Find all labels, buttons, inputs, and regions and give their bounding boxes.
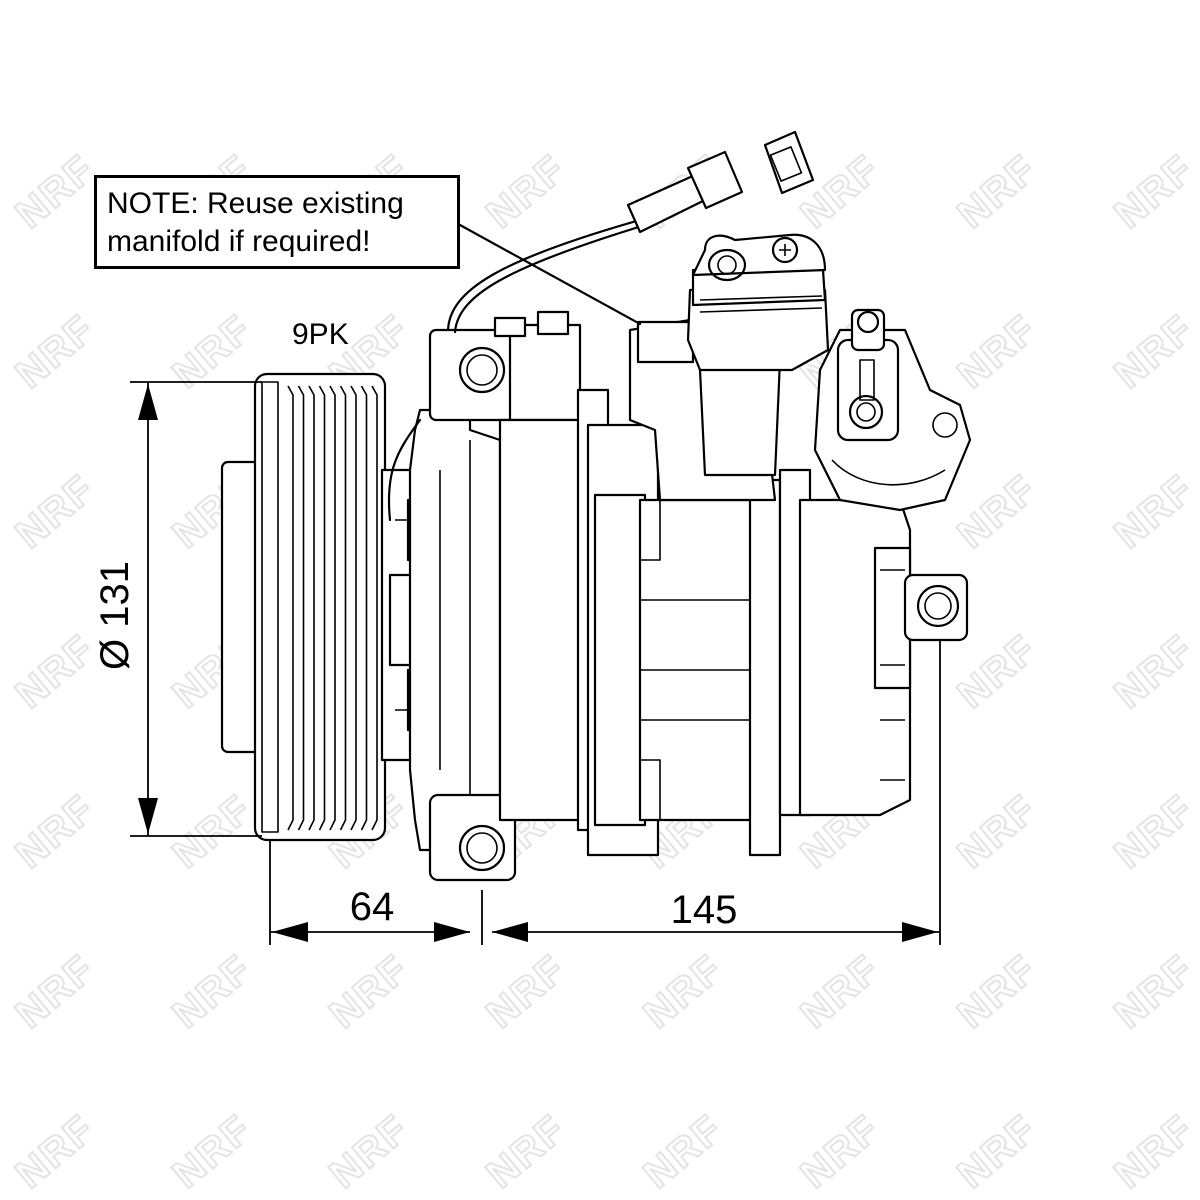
nrf-watermark: NRF <box>8 146 104 236</box>
nrf-watermark: NRF <box>793 146 889 236</box>
note-line-2: manifold if required! <box>107 225 371 258</box>
pulley-groove <box>318 385 326 831</box>
nrf-watermark: NRF <box>479 1106 575 1196</box>
nrf-watermark: NRF <box>322 946 418 1036</box>
nrf-watermark: NRF <box>8 1106 104 1196</box>
nrf-watermark: NRF <box>950 466 1046 556</box>
width-body-label: 145 <box>671 888 738 932</box>
nrf-watermark: NRF <box>1107 146 1200 236</box>
dimension-diameter <box>130 381 262 837</box>
nrf-watermark: NRF <box>950 306 1046 396</box>
nrf-watermark: NRF <box>636 1106 732 1196</box>
pulley-groove <box>339 385 347 831</box>
nrf-watermark: NRF <box>950 626 1046 716</box>
nrf-watermark: NRF <box>322 1106 418 1196</box>
nrf-watermark: NRF <box>950 146 1046 236</box>
nrf-watermark: NRF <box>1107 306 1200 396</box>
nrf-watermark: NRF <box>165 306 261 396</box>
front-housing <box>408 310 582 882</box>
dimension-width <box>269 640 941 945</box>
note-leader-line <box>458 223 642 326</box>
diameter-label: Ø 131 <box>93 561 137 670</box>
note-box: NOTE: Reuse existing manifold if require… <box>94 175 460 269</box>
width-pulley-label: 64 <box>350 885 395 929</box>
pulley-groove <box>297 385 305 831</box>
nrf-watermark: NRF <box>8 306 104 396</box>
pulley <box>220 372 387 842</box>
nrf-watermark: NRF <box>950 946 1046 1036</box>
nrf-watermark: NRF <box>165 1106 261 1196</box>
nrf-watermark: NRF <box>8 946 104 1036</box>
electrical-connector <box>626 130 815 234</box>
nrf-watermark: NRF <box>950 1106 1046 1196</box>
nrf-watermark: NRF <box>793 1106 889 1196</box>
nrf-watermark: NRF <box>1107 786 1200 876</box>
pulley-groove <box>350 385 357 831</box>
nrf-watermark: NRF <box>8 466 104 556</box>
pulley-groove <box>287 385 294 831</box>
pulley-groove <box>360 385 368 831</box>
nrf-watermark: NRF <box>479 146 575 236</box>
pulley-groove <box>329 385 336 831</box>
nrf-watermark: NRF <box>165 946 261 1036</box>
pulley-grooves <box>287 385 378 831</box>
nrf-watermark: NRF <box>8 626 104 716</box>
nrf-watermark: NRF <box>165 786 261 876</box>
compressor-body <box>498 388 969 857</box>
nrf-watermark: NRF <box>793 946 889 1036</box>
nrf-watermark: NRF <box>1107 466 1200 556</box>
note-line-1: NOTE: Reuse existing <box>107 187 404 220</box>
sensor-cable <box>387 218 644 522</box>
nrf-watermark: NRF <box>1107 946 1200 1036</box>
nrf-watermark: NRF <box>1107 626 1200 716</box>
pulley-belt-label: 9PK <box>292 318 349 351</box>
pulley-groove <box>308 385 315 831</box>
nrf-watermark: NRF <box>950 786 1046 876</box>
nrf-watermark: NRF <box>636 946 732 1036</box>
nrf-watermark: NRF <box>8 786 104 876</box>
nrf-watermark: NRF <box>479 946 575 1036</box>
rear-head <box>813 308 972 512</box>
manifold <box>628 233 830 502</box>
pulley-groove <box>371 385 378 831</box>
nrf-watermark: NRF <box>1107 1106 1200 1196</box>
